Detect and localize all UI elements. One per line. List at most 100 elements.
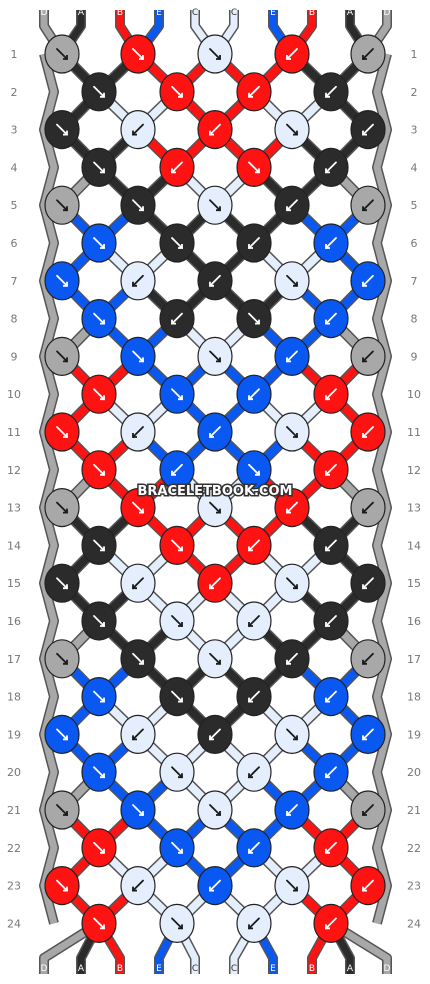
strand-label-bottom: E (156, 964, 162, 974)
knot-arrow-head-icon (100, 924, 105, 930)
knot-arrow-head-icon (325, 168, 330, 174)
strand-label-bottom: B (309, 964, 315, 974)
strand-label-top: B (309, 8, 315, 18)
knot-arrow-head-icon (255, 470, 260, 476)
row-number-left: 18 (7, 691, 21, 704)
knot-arrow-icon (248, 161, 260, 174)
knot-arrow-icon (209, 48, 221, 60)
row-number-left: 2 (11, 86, 18, 99)
knot-arrow-icon (209, 426, 221, 438)
strand-tail-bottom (40, 920, 101, 974)
knot-arrow-icon (56, 879, 68, 892)
knot-arrow-icon (56, 501, 68, 514)
knot-arrow-head-icon (100, 395, 105, 401)
knot-arrow-icon (286, 804, 298, 816)
knot-arrow-icon (362, 804, 374, 816)
row-number-right: 20 (407, 766, 421, 779)
knot-arrow-icon (132, 577, 144, 590)
knot-arrow-head-icon (171, 470, 176, 476)
knot-arrow-icon (132, 199, 144, 212)
row-number-right: 22 (407, 842, 421, 855)
knot-arrow-head-icon (362, 508, 367, 514)
knot-arrow-icon (93, 615, 105, 627)
knot-arrow-icon (325, 690, 337, 703)
knot-arrow-head-icon (325, 395, 330, 401)
knot-arrow-icon (286, 350, 298, 363)
knot-arrow-icon (209, 577, 221, 590)
row-number-right: 24 (407, 917, 421, 930)
knot-arrow-icon (286, 501, 298, 514)
knot-arrow-head-icon (248, 92, 253, 98)
knot-arrow-head-icon (178, 697, 183, 703)
knot-arrow-head-icon (248, 395, 253, 401)
knot-arrow-head-icon (100, 168, 105, 174)
knot-arrow-icon (248, 312, 260, 325)
knot-arrow-icon (325, 388, 337, 401)
knot-arrow-icon (248, 85, 260, 98)
row-number-left: 24 (7, 917, 21, 930)
knot-arrow-head-icon (63, 55, 68, 60)
knot-arrow-icon (362, 652, 374, 665)
row-number-right: 8 (411, 313, 418, 326)
knot-arrow-icon (362, 350, 374, 363)
knot-arrow-icon (171, 539, 183, 552)
knot-arrow-icon (248, 841, 260, 854)
knot-arrow-icon (286, 123, 298, 136)
row-number-left: 12 (7, 464, 21, 477)
strand-label-top: C (231, 8, 237, 18)
knot-arrow-head-icon (286, 206, 291, 212)
row-number-right: 12 (407, 464, 421, 477)
knot-arrow-head-icon (362, 130, 367, 136)
knot-arrow-icon (209, 199, 221, 212)
knot-arrow-head-icon (362, 735, 367, 741)
knot-arrow-icon (56, 350, 68, 363)
knot-arrow-icon (248, 388, 260, 401)
row-number-left: 17 (7, 653, 21, 666)
knot-arrow-icon (93, 85, 105, 98)
knot-arrow-icon (132, 879, 144, 892)
knot-arrow-head-icon (100, 622, 105, 627)
knot-arrow-head-icon (139, 508, 144, 514)
knot-arrow-icon (362, 199, 374, 212)
knot-arrow-icon (209, 123, 221, 136)
row-number-right: 19 (407, 728, 421, 741)
knot-arrow-head-icon (362, 659, 367, 665)
strand-label-bottom: B (117, 964, 123, 974)
row-number-left: 3 (11, 124, 18, 137)
row-number-left: 21 (7, 804, 21, 817)
knot-arrow-head-icon (255, 168, 260, 174)
knot-arrow-icon (286, 274, 298, 287)
knot-arrow-icon (209, 879, 221, 892)
knot-arrow-head-icon (178, 244, 183, 249)
knot-arrow-icon (248, 539, 260, 552)
knot-arrow-head-icon (63, 886, 68, 892)
knot-arrow-icon (325, 841, 337, 854)
knot-arrow-head-icon (63, 281, 68, 287)
row-number-left: 8 (11, 313, 18, 326)
row-number-left: 1 (11, 48, 18, 61)
row-number-right: 3 (411, 124, 418, 137)
knot-arrow-head-icon (325, 924, 330, 930)
knot-arrow-icon (362, 48, 374, 60)
knot-arrow-icon (171, 388, 183, 401)
knot-arrow-icon (362, 274, 374, 287)
knot-arrow-icon (56, 652, 68, 665)
knot-arrow-icon (362, 577, 374, 590)
strand-label-top: E (270, 8, 276, 18)
knot-arrow-icon (56, 48, 68, 60)
knot-arrow-head-icon (100, 244, 105, 249)
knot-arrow-icon (56, 274, 68, 287)
knot-arrow-icon (171, 766, 183, 779)
knot-arrow-head-icon (362, 206, 367, 212)
knot-arrow-icon (171, 615, 183, 627)
knot-arrow-head-icon (362, 281, 367, 287)
knot-arrow-head-icon (209, 735, 214, 741)
knot-arrow-head-icon (216, 811, 221, 816)
knot-arrow-head-icon (325, 546, 330, 552)
knot-arrow-head-icon (286, 659, 291, 665)
row-number-right: 4 (411, 161, 418, 174)
knot-arrow-icon (362, 728, 374, 741)
knot-arrow-icon (132, 804, 144, 816)
strand-label-top: D (41, 8, 48, 18)
knot-arrow-icon (286, 199, 298, 212)
